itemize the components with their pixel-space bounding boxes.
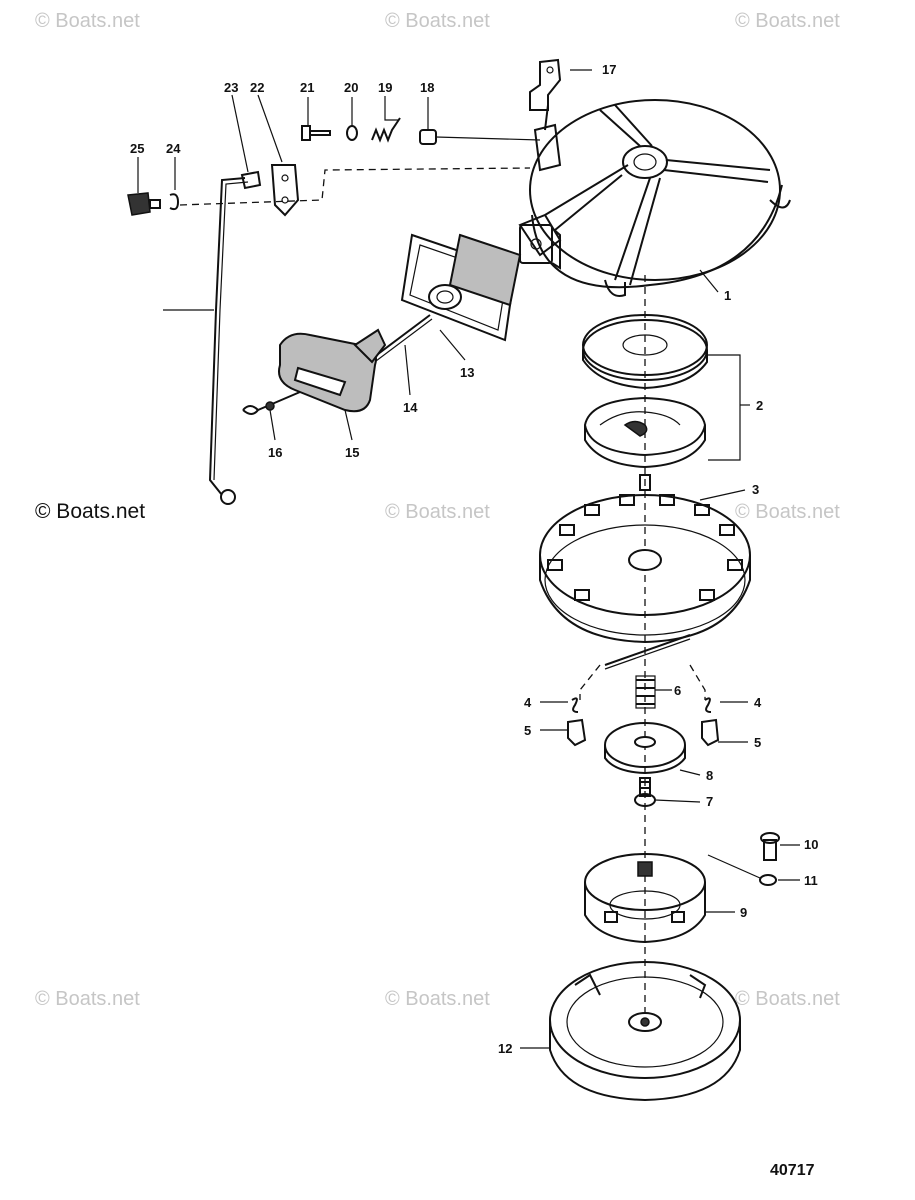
callout-10: 10: [804, 837, 818, 852]
part-16-rope-anchor: [242, 391, 301, 415]
callout-5: 5: [524, 723, 531, 738]
part-12-flywheel: [549, 961, 741, 1102]
starter-rope: [604, 634, 691, 670]
part-25-screw: [127, 192, 161, 216]
callout-12: 12: [498, 1041, 512, 1056]
callout-19: 19: [378, 80, 392, 95]
watermark: © Boats.net: [35, 10, 140, 32]
watermark: © Boats.net: [35, 500, 145, 523]
part-24-washer: [169, 193, 180, 211]
diagram-reference-number: 40717: [770, 1162, 815, 1179]
callout-23: 23: [224, 80, 238, 95]
part-5-pawl-left: [567, 718, 587, 747]
part-1-starter-housing: [518, 99, 791, 297]
part-4-pawl-spring-right: [704, 697, 712, 713]
part-15-starter-handle: [278, 328, 387, 413]
callout-21: 21: [300, 80, 314, 95]
callout-7: 7: [706, 794, 713, 809]
watermark: © Boats.net: [35, 988, 140, 1010]
callout-9: 9: [740, 905, 747, 920]
part-22-link-bracket: [270, 164, 300, 217]
callout-1: 1: [724, 288, 731, 303]
callout-8: 8: [706, 768, 713, 783]
mounting-guide-line: [707, 854, 761, 879]
part-4-pawl-spring-left: [571, 697, 579, 713]
callout-2: 2: [756, 398, 763, 413]
callout-4: 4: [524, 695, 532, 710]
part-9-starter-cup: [584, 853, 706, 944]
part-19-spring: [371, 117, 401, 143]
callout-24: 24: [166, 141, 181, 156]
part-13-rope-guide: [400, 233, 522, 342]
part-10-bolt: [760, 832, 780, 861]
watermark: © Boats.net: [385, 988, 490, 1010]
callout-5: 5: [754, 735, 761, 750]
part-8-pawl-plate: [604, 722, 686, 775]
part-20-washer: [346, 125, 358, 141]
leader-lines: [137, 69, 800, 1049]
callout-14: 14: [403, 400, 418, 415]
part-3-pulley: [539, 474, 751, 644]
callout-22: 22: [250, 80, 264, 95]
callout-18: 18: [420, 80, 434, 95]
callout-17: 17: [602, 62, 616, 77]
callout-15: 15: [345, 445, 359, 460]
part-21-screw: [301, 125, 331, 141]
callout-16: 16: [268, 445, 282, 460]
watermark: © Boats.net: [385, 501, 490, 523]
watermark: © Boats.net: [385, 10, 490, 32]
callout-25: 25: [130, 141, 144, 156]
part-18-pin: [419, 129, 437, 145]
watermark: © Boats.net: [735, 988, 840, 1010]
callout-3: 3: [752, 482, 759, 497]
callout-labels: 17 1 2 3 4 5 6 4 5 8 7 10 11 9 12 13 14 …: [130, 62, 818, 1056]
callout-13: 13: [460, 365, 474, 380]
callout-20: 20: [344, 80, 358, 95]
callout-6: 6: [674, 683, 681, 698]
watermark: © Boats.net: [735, 501, 840, 523]
part-17-lever: [529, 58, 562, 111]
callout-11: 11: [804, 873, 818, 888]
part-6-spring: [635, 675, 656, 709]
lockout-link-rod: [208, 177, 249, 505]
watermark: © Boats.net: [735, 10, 840, 32]
part-23-clip: [240, 170, 262, 190]
part-2-rewind-spring: [582, 314, 708, 469]
part-11-lockwasher: [759, 874, 777, 886]
pin-guide-line: [435, 136, 541, 141]
part-5-pawl-right: [701, 718, 720, 747]
watermark-layer: © Boats.net © Boats.net © Boats.net © Bo…: [35, 10, 840, 1010]
callout-4: 4: [754, 695, 762, 710]
